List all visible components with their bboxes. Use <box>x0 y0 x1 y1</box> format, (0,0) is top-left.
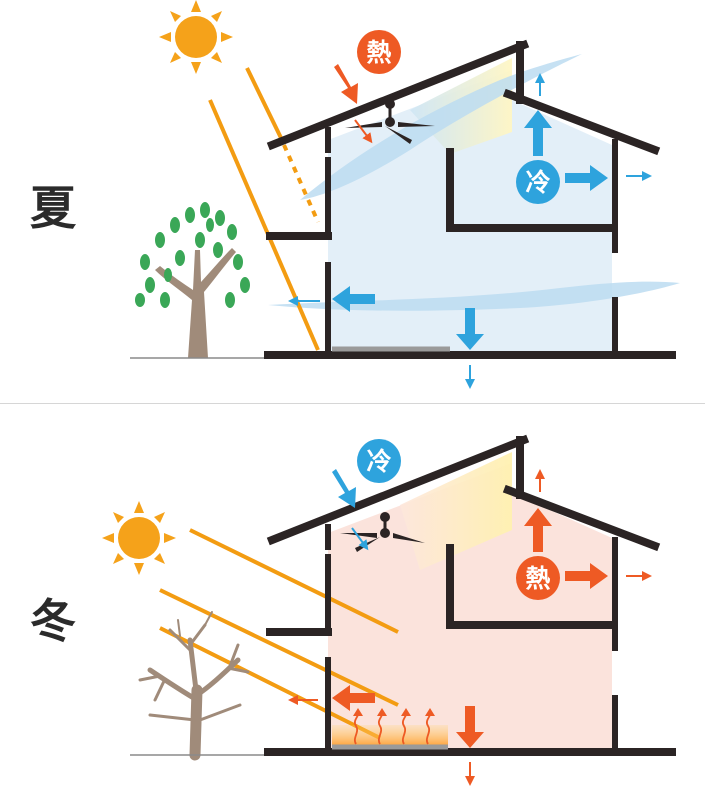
winter-roof-cool-arrow <box>332 469 356 508</box>
winter-sun-beam-3 <box>159 626 381 740</box>
summer-cool-left-arrow <box>332 286 375 312</box>
summer-roof-heat-badge: 熱 <box>357 30 401 74</box>
winter-sun-beam-1 <box>189 528 399 634</box>
summer-house-structure <box>264 39 676 359</box>
winter-heat-right-arrow <box>565 563 608 589</box>
winter-sun-beam-2 <box>159 588 399 707</box>
summer-fan-heat-arrow <box>354 119 373 144</box>
winter-interior-badge-label: 熱 <box>525 564 550 593</box>
winter-panel: 冷 熱 <box>102 434 676 786</box>
summer-sun-beam-2-dotted <box>282 144 320 223</box>
summer-cool-down-arrow <box>456 308 484 350</box>
bare-tree-icon <box>138 611 250 761</box>
winter-heat-up-arrow <box>524 508 552 552</box>
winter-skylight-wedge <box>400 452 512 570</box>
summer-roof-heat-arrow <box>334 64 358 104</box>
panel-divider <box>0 403 705 404</box>
winter-roof-cool-badge: 冷 <box>357 439 401 483</box>
sun-icon <box>102 501 176 575</box>
summer-panel: 熱 冷 <box>130 0 680 389</box>
heater-icon <box>332 708 448 750</box>
tree-icon <box>135 202 250 358</box>
season-label-winter: 冬 <box>30 594 76 648</box>
ceiling-fan-icon <box>345 99 435 144</box>
season-label-summer: 夏 <box>30 181 76 235</box>
summer-sun-beam-1 <box>208 99 320 351</box>
winter-interior-heat-badge: 熱 <box>516 556 560 600</box>
winter-roof-badge-label: 冷 <box>366 447 391 476</box>
summer-cool-up-arrow <box>524 110 552 156</box>
winter-heat-down-arrow <box>456 706 484 748</box>
summer-roof-badge-label: 熱 <box>366 38 391 67</box>
winter-heat-left-arrow <box>332 685 375 711</box>
summer-interior-cool-badge: 冷 <box>516 160 560 204</box>
summer-sun-beam-2 <box>245 67 284 141</box>
winter-house-structure <box>264 434 676 756</box>
summer-breeze-upper <box>300 54 582 200</box>
summer-interior-badge-label: 冷 <box>525 168 550 197</box>
sun-icon <box>159 0 233 74</box>
winter-fan-cool-arrow <box>351 527 369 551</box>
summer-cool-right-arrow <box>565 165 608 191</box>
